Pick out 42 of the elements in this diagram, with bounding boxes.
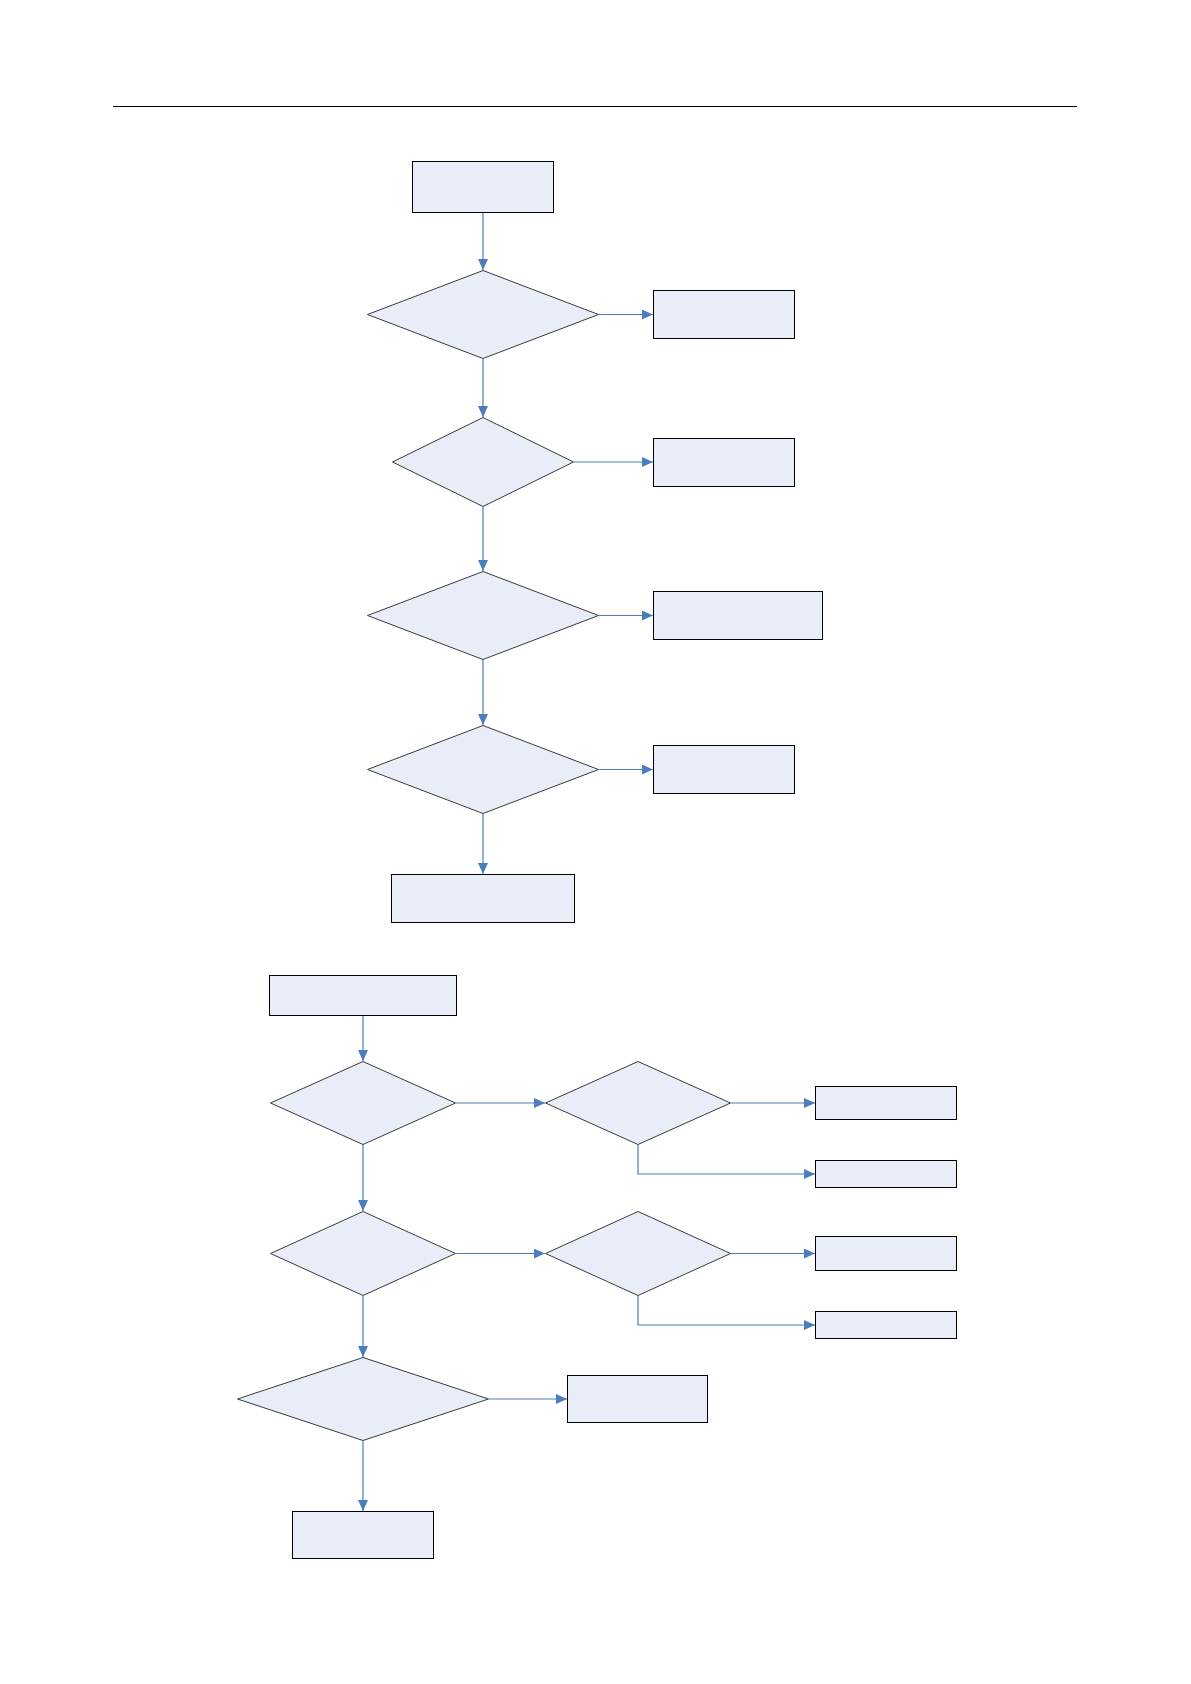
flow-arrow: [358, 1440, 368, 1512]
process-box: [653, 591, 823, 640]
process-box: [653, 290, 795, 339]
process-box: [567, 1375, 708, 1423]
flow-arrow: [598, 764, 654, 775]
flow-arrow: [358, 1144, 368, 1212]
flow-arrow: [478, 813, 488, 875]
decision-diamond: [545, 1061, 731, 1145]
flow-arrow: [478, 506, 488, 572]
flow-arrow: [358, 1295, 368, 1358]
process-box: [653, 438, 795, 487]
flow-arrow: [637, 1295, 816, 1330]
flow-arrow: [598, 309, 654, 320]
flow-arrow: [637, 1144, 816, 1179]
process-box: [815, 1236, 957, 1271]
decision-diamond: [367, 571, 599, 660]
decision-diamond: [367, 725, 599, 814]
decision-diamond: [392, 417, 574, 507]
flow-arrow: [358, 1015, 368, 1062]
flow-arrow: [488, 1394, 568, 1404]
flow-arrow: [478, 659, 488, 726]
process-box: [391, 874, 575, 923]
flow-arrow: [573, 457, 654, 467]
flow-arrow: [455, 1248, 546, 1259]
flow-arrow: [455, 1098, 546, 1108]
process-box: [815, 1160, 957, 1188]
flow-arrow: [730, 1098, 816, 1108]
decision-diamond: [237, 1357, 489, 1441]
flow-arrow: [478, 358, 488, 418]
flow-arrow: [478, 212, 488, 271]
decision-diamond: [545, 1211, 731, 1296]
decision-diamond: [270, 1061, 456, 1145]
process-box: [412, 161, 554, 213]
process-box: [292, 1511, 434, 1559]
decision-diamond: [367, 270, 599, 359]
process-box: [269, 975, 457, 1016]
process-box: [815, 1311, 957, 1339]
process-box: [653, 745, 795, 794]
flow-arrow: [598, 610, 654, 621]
process-box: [815, 1086, 957, 1120]
decision-diamond: [270, 1211, 456, 1296]
flow-arrow: [730, 1248, 816, 1259]
